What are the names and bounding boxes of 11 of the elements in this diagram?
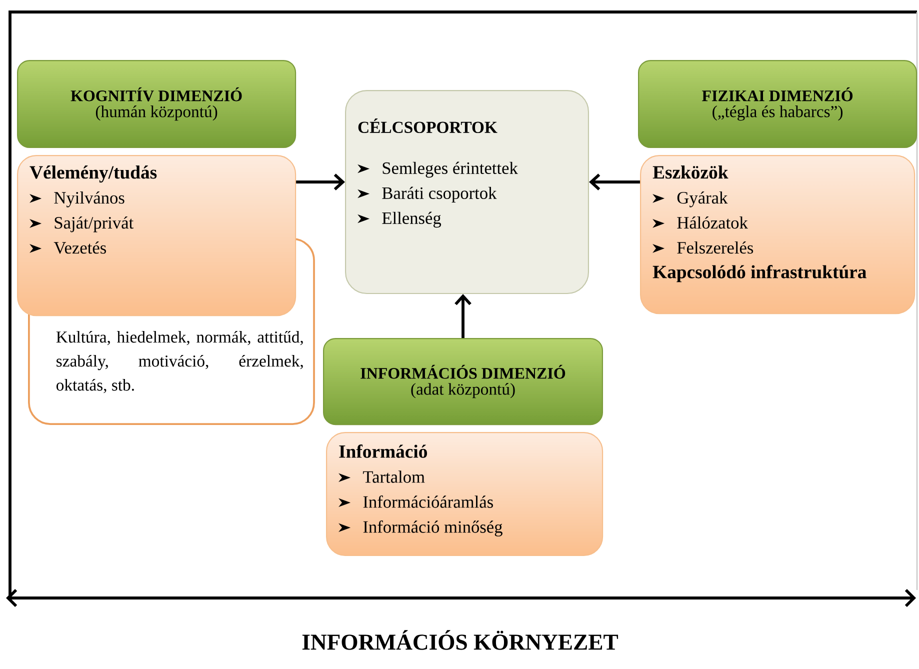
target-group-box: CÉLCSOPORTOK Semleges érintettek Baráti csoportok Ellenség: [345, 90, 589, 294]
axis-label: INFORMÁCIÓS KÖRNYEZET: [302, 630, 618, 650]
dimension-header: KOGNITÍV DIMENZIÓ (humán központú): [17, 60, 296, 148]
arrow: [296, 174, 345, 190]
dimension-header: FIZIKAI DIMENZIÓ („tégla és habarcs”): [638, 60, 918, 148]
bullet-list-box: Vélemény/tudás Nyilvános Saját/privát Vezetés: [17, 155, 296, 316]
arrow: [454, 294, 472, 338]
bullet-list-box: Információ Tartalom Információáramlás Információ minőség: [326, 432, 604, 556]
bullet-list-box: Eszközök Gyárak Hálózatok Felszerelés Kapcsolódó infrastruktúra: [640, 155, 916, 314]
dimension-header: INFORMÁCIÓS DIMENZIÓ (adat központú): [323, 338, 603, 426]
arrow: [589, 174, 640, 190]
